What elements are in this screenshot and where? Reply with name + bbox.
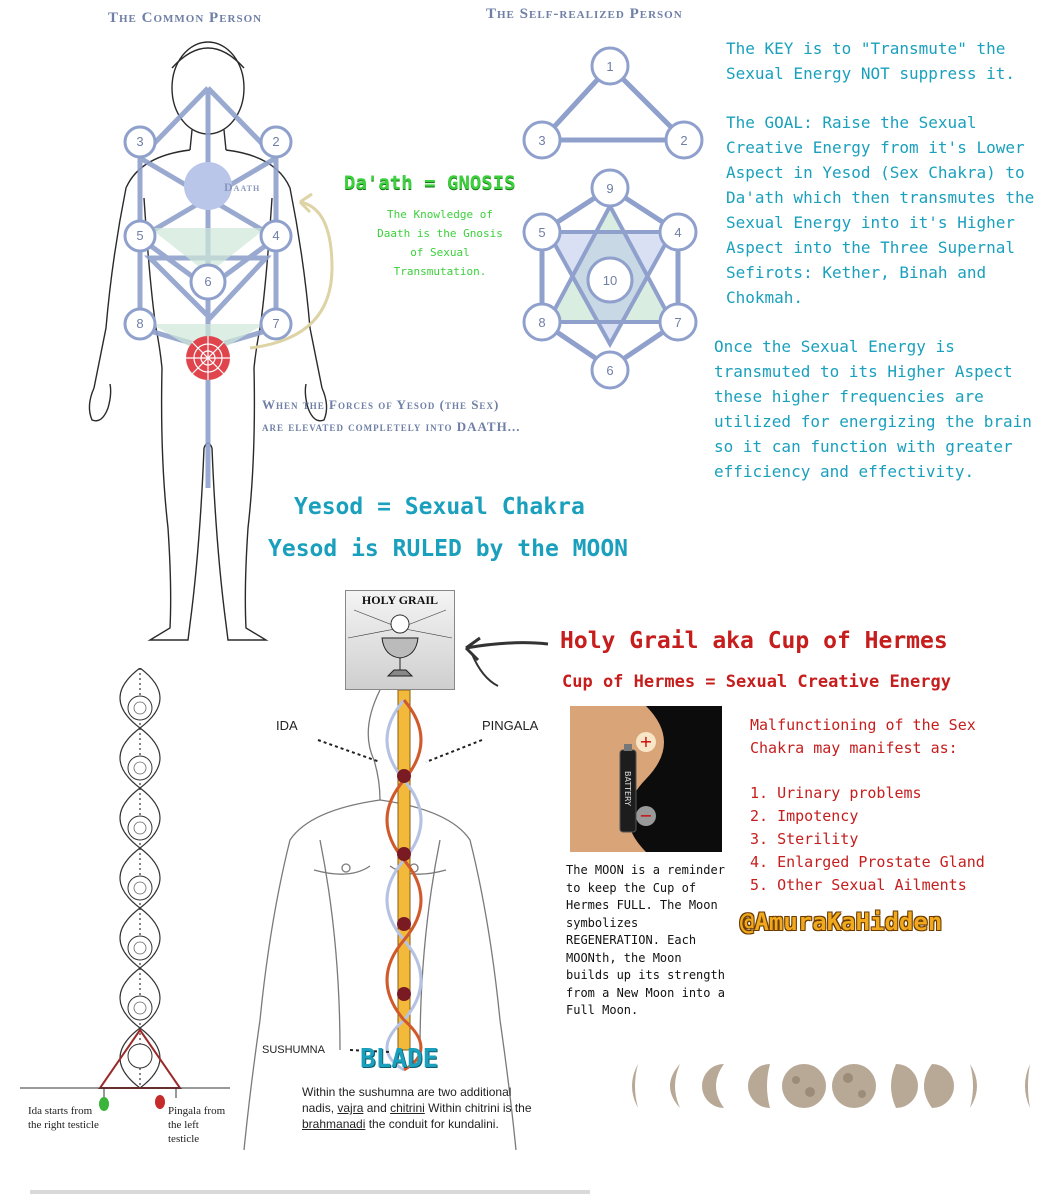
ida-label: IDA bbox=[276, 718, 298, 733]
nadis-helix-diagram bbox=[20, 668, 230, 1111]
tree-node-9: 9 bbox=[606, 181, 613, 196]
tree-node-6: 6 bbox=[606, 363, 613, 378]
body-node-5: 5 bbox=[136, 228, 143, 243]
bottom-divider bbox=[30, 1190, 590, 1194]
curved-arrow-icon bbox=[249, 192, 334, 350]
daath-node-icon bbox=[184, 162, 232, 210]
sushumna-label: SUSHUMNA bbox=[262, 1044, 325, 1056]
right-testicle-icon bbox=[99, 1097, 109, 1111]
tree-node-1: 1 bbox=[606, 59, 613, 74]
pingala-testicle-text: Pingala from the left testicle bbox=[168, 1105, 226, 1145]
body-node-2: 2 bbox=[272, 134, 279, 149]
moon-phase-icon bbox=[702, 1064, 724, 1108]
malfunction-intro: Malfunctioning of the Sex Chakra may man… bbox=[750, 716, 976, 757]
vajra-term: vajra bbox=[337, 1101, 364, 1115]
svg-text:−: − bbox=[639, 806, 652, 825]
chalice-icon bbox=[347, 609, 453, 677]
forces-text: When the Forces of Yesod (the Sex) are e… bbox=[262, 397, 521, 434]
caption-and: and bbox=[366, 1101, 387, 1115]
tree-node-8: 8 bbox=[538, 315, 545, 330]
common-person-figure: 3 2 5 4 6 8 7 bbox=[88, 41, 328, 641]
yin-yang-icon: + − bbox=[570, 706, 722, 852]
moon-phase-icon bbox=[748, 1064, 770, 1108]
tree-node-3: 3 bbox=[538, 133, 545, 148]
holy-grail-badge-label: HOLY GRAIL bbox=[361, 593, 439, 607]
battery-moon-image: + − BATTERY bbox=[570, 706, 722, 852]
sushumna-caption: Within the sushumna are two additional n… bbox=[302, 1084, 540, 1132]
svg-text:+: + bbox=[639, 732, 652, 751]
goal-text: The GOAL: Raise the Sexual Creative Ener… bbox=[726, 113, 1035, 307]
caption-part-1: Within the sushumna are two additional n… bbox=[302, 1085, 512, 1115]
blade-label: BLADE bbox=[360, 1044, 439, 1074]
author-handle: @AmuraKaHidden bbox=[740, 908, 943, 936]
body-node-8: 8 bbox=[136, 316, 143, 331]
moon-phase-icon bbox=[891, 1064, 918, 1108]
malfunction-item: 1. Urinary problems bbox=[750, 784, 922, 802]
malfunction-item: 2. Impotency bbox=[750, 807, 859, 825]
caption-part-2: Within chitrini is the bbox=[428, 1101, 532, 1115]
moon-phase-icon bbox=[632, 1064, 638, 1108]
once-text: Once the Sexual Energy is transmuted to … bbox=[714, 337, 1032, 481]
daath-body-label: Daath bbox=[224, 180, 261, 194]
holy-grail-title: Holy Grail aka Cup of Hermes bbox=[560, 628, 948, 654]
moon-phase-icon bbox=[970, 1064, 977, 1108]
caption-part-3: the conduit for kundalini. bbox=[368, 1117, 499, 1131]
self-realized-heading: The Self-realized Person bbox=[486, 6, 683, 22]
moon-phase-icon bbox=[1025, 1064, 1030, 1108]
yesod-line-2: Yesod is RULED by the MOON bbox=[268, 536, 629, 562]
body-node-6: 6 bbox=[204, 274, 211, 289]
sushumna-figure bbox=[243, 690, 517, 1151]
pingala-label: PINGALA bbox=[482, 718, 539, 733]
common-person-heading: The Common Person bbox=[108, 10, 263, 26]
moon-phase-icon bbox=[670, 1064, 680, 1108]
moon-text: The MOON is a reminder to keep the Cup o… bbox=[566, 863, 725, 1017]
moon-phase-icon bbox=[832, 1064, 876, 1108]
key-text: The KEY is to "Transmute" the Sexual Ene… bbox=[726, 39, 1015, 83]
ida-testicle-text: Ida starts from the right testicle bbox=[28, 1105, 99, 1131]
battery-label: BATTERY bbox=[622, 771, 632, 806]
holy-grail-subtitle: Cup of Hermes = Sexual Creative Energy bbox=[562, 672, 951, 692]
moon-phase-icon bbox=[782, 1064, 826, 1108]
holy-grail-badge: HOLY GRAIL bbox=[345, 590, 455, 690]
tree-node-7: 7 bbox=[674, 315, 681, 330]
left-testicle-icon bbox=[155, 1095, 165, 1109]
tree-node-5: 5 bbox=[538, 225, 545, 240]
daath-subtitle: The Knowledge of Daath is the Gnosis of … bbox=[377, 208, 503, 278]
malfunction-item: 5. Other Sexual Ailments bbox=[750, 876, 967, 894]
tree-node-4: 4 bbox=[674, 225, 681, 240]
body-node-7: 7 bbox=[272, 316, 279, 331]
yesod-line-1: Yesod = Sexual Chakra bbox=[294, 494, 585, 520]
malfunction-list: 1. Urinary problems 2. Impotency 3. Ster… bbox=[750, 782, 1020, 897]
brahmanadi-term: brahmanadi bbox=[302, 1117, 366, 1131]
tree-node-2: 2 bbox=[680, 133, 687, 148]
moon-phase-icon bbox=[924, 1064, 954, 1108]
grail-arrow-icon bbox=[464, 636, 549, 687]
tree-node-10: 10 bbox=[603, 273, 617, 288]
body-node-4: 4 bbox=[272, 228, 279, 243]
self-realized-tree: 1 3 2 9 5 4 10 8 7 6 bbox=[522, 46, 704, 390]
malfunction-item: 4. Enlarged Prostate Gland bbox=[750, 853, 985, 871]
daath-title: Da'ath = GNOSIS bbox=[344, 172, 516, 194]
chitrini-term: chitrini bbox=[390, 1101, 425, 1115]
body-node-3: 3 bbox=[136, 134, 143, 149]
malfunction-item: 3. Sterility bbox=[750, 830, 859, 848]
moon-phases-strip bbox=[632, 1064, 1030, 1108]
